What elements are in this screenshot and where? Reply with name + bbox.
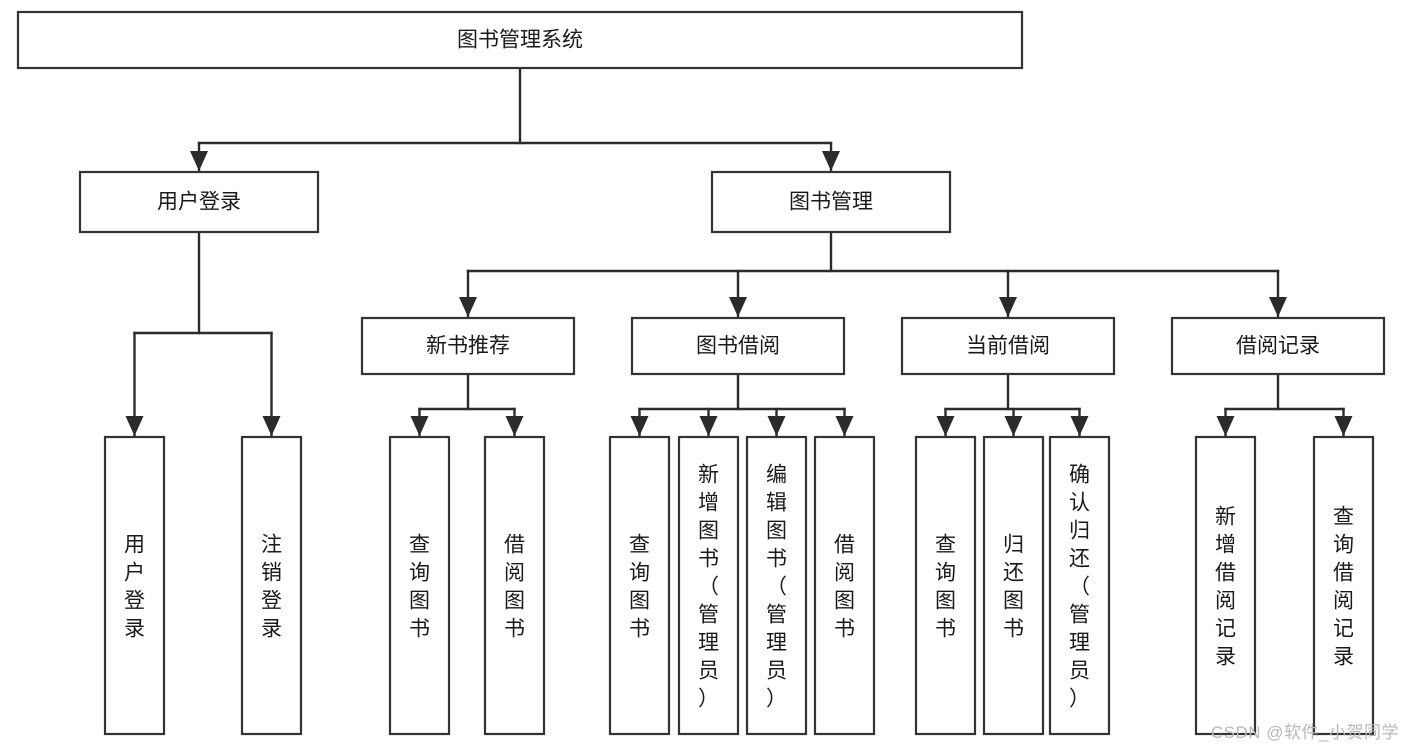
node-leaf-user-login[interactable]: 用户登录: [103, 435, 166, 736]
node-leaf-confirm-return-admin[interactable]: 确认归还（管理员）: [1048, 435, 1111, 736]
arrow-head-icon-new-book-recommend: [459, 297, 477, 317]
node-label-borrow-record: 借阅记录: [1236, 335, 1320, 358]
node-box-book-borrow: [630, 316, 846, 376]
node-book-management[interactable]: 图书管理: [710, 170, 952, 234]
node-label-leaf-query-book-borrow: 查询图书: [629, 533, 650, 640]
node-box-leaf-add-borrow-record: [1194, 435, 1257, 736]
node-current-borrow[interactable]: 当前借阅: [900, 316, 1116, 376]
node-label-leaf-query-book-recommend: 查询图书: [409, 533, 430, 640]
node-book-borrow[interactable]: 图书借阅: [630, 316, 846, 376]
node-leaf-query-book-borrow[interactable]: 查询图书: [608, 435, 671, 736]
node-label-leaf-query-book-current: 查询图书: [935, 533, 956, 640]
node-label-leaf-borrow-book-recommend: 借阅图书: [504, 533, 525, 640]
node-box-root: [16, 10, 1024, 70]
node-box-user-login: [78, 170, 320, 234]
node-leaf-edit-book-admin[interactable]: 编辑图书（管理员）: [745, 435, 808, 736]
node-label-leaf-add-borrow-record: 新增借阅记录: [1215, 505, 1236, 668]
arrow-head-icon-leaf-add-borrow-record: [1216, 416, 1235, 436]
node-label-leaf-user-login: 用户登录: [124, 533, 145, 640]
arrow-head-icon-leaf-user-login: [125, 416, 144, 436]
node-user-login[interactable]: 用户登录: [78, 170, 320, 234]
node-box-leaf-query-book-recommend: [388, 435, 451, 736]
node-box-leaf-return-book: [982, 435, 1045, 736]
node-box-leaf-logout: [240, 435, 303, 736]
node-leaf-borrow-book[interactable]: 借阅图书: [813, 435, 876, 736]
node-label-leaf-borrow-book: 借阅图书: [834, 533, 855, 640]
node-box-leaf-borrow-book-recommend: [483, 435, 546, 736]
arrow-head-icon-leaf-confirm-return-admin: [1070, 416, 1089, 436]
node-label-current-borrow: 当前借阅: [966, 335, 1050, 358]
arrow-head-icon-leaf-logout: [262, 416, 281, 436]
node-leaf-add-borrow-record[interactable]: 新增借阅记录: [1194, 435, 1257, 736]
node-borrow-record[interactable]: 借阅记录: [1170, 316, 1386, 376]
node-leaf-query-book-recommend[interactable]: 查询图书: [388, 435, 451, 736]
node-label-leaf-return-book: 归还图书: [1003, 533, 1024, 640]
node-box-leaf-add-book-admin: [677, 435, 740, 736]
node-label-book-management: 图书管理: [789, 191, 873, 214]
arrow-head-icon-leaf-borrow-book-recommend: [505, 416, 524, 436]
arrow-head-icon-leaf-edit-book-admin: [767, 416, 786, 436]
node-box-borrow-record: [1170, 316, 1386, 376]
node-label-user-login: 用户登录: [157, 191, 241, 214]
node-new-book-recommend[interactable]: 新书推荐: [360, 316, 576, 376]
node-box-leaf-confirm-return-admin: [1048, 435, 1111, 736]
node-root[interactable]: 图书管理系统: [16, 10, 1024, 70]
node-label-leaf-query-borrow-record: 查询借阅记录: [1333, 505, 1354, 668]
node-leaf-borrow-book-recommend[interactable]: 借阅图书: [483, 435, 546, 736]
node-box-leaf-user-login: [103, 435, 166, 736]
node-leaf-query-book-current[interactable]: 查询图书: [914, 435, 977, 736]
node-box-leaf-query-book-borrow: [608, 435, 671, 736]
arrow-head-icon-user-login: [190, 151, 208, 171]
node-label-book-borrow: 图书借阅: [696, 335, 780, 358]
node-label-root: 图书管理系统: [457, 29, 583, 52]
arrow-head-icon-current-borrow: [999, 297, 1017, 317]
node-box-leaf-borrow-book: [813, 435, 876, 736]
node-label-new-book-recommend: 新书推荐: [426, 335, 510, 358]
arrow-head-icon-leaf-return-book: [1004, 416, 1023, 436]
arrow-head-icon-leaf-borrow-book: [835, 416, 854, 436]
node-leaf-add-book-admin[interactable]: 新增图书（管理员）: [677, 435, 740, 736]
arrow-head-icon-leaf-query-book-recommend: [410, 416, 429, 436]
arrow-head-icon-leaf-query-book-borrow: [630, 416, 649, 436]
node-leaf-return-book[interactable]: 归还图书: [982, 435, 1045, 736]
edges-layer: [125, 66, 1353, 437]
arrow-head-icon-book-borrow: [729, 297, 747, 317]
node-label-leaf-edit-book-admin: 编辑图书（管理员）: [766, 463, 787, 710]
arrow-head-icon-leaf-add-book-admin: [699, 416, 718, 436]
node-leaf-query-borrow-record[interactable]: 查询借阅记录: [1312, 435, 1375, 736]
node-box-leaf-edit-book-admin: [745, 435, 808, 736]
node-label-leaf-add-book-admin: 新增图书（管理员）: [698, 463, 719, 710]
node-box-leaf-query-borrow-record: [1312, 435, 1375, 736]
nodes-layer: 图书管理系统用户登录图书管理新书推荐图书借阅当前借阅借阅记录用户登录注销登录查询…: [16, 10, 1386, 736]
node-label-leaf-logout: 注销登录: [261, 533, 282, 640]
node-label-leaf-confirm-return-admin: 确认归还（管理员）: [1069, 463, 1090, 710]
csdn-watermark: CSDN @软件_小贺同学: [1210, 723, 1399, 742]
node-box-leaf-query-book-current: [914, 435, 977, 736]
node-box-current-borrow: [900, 316, 1116, 376]
node-box-new-book-recommend: [360, 316, 576, 376]
arrow-head-icon-leaf-query-borrow-record: [1334, 416, 1353, 436]
arrow-head-icon-leaf-query-book-current: [936, 416, 955, 436]
node-leaf-logout[interactable]: 注销登录: [240, 435, 303, 736]
arrow-head-icon-borrow-record: [1269, 297, 1287, 317]
node-box-book-management: [710, 170, 952, 234]
arrow-head-icon-book-management: [822, 151, 840, 171]
